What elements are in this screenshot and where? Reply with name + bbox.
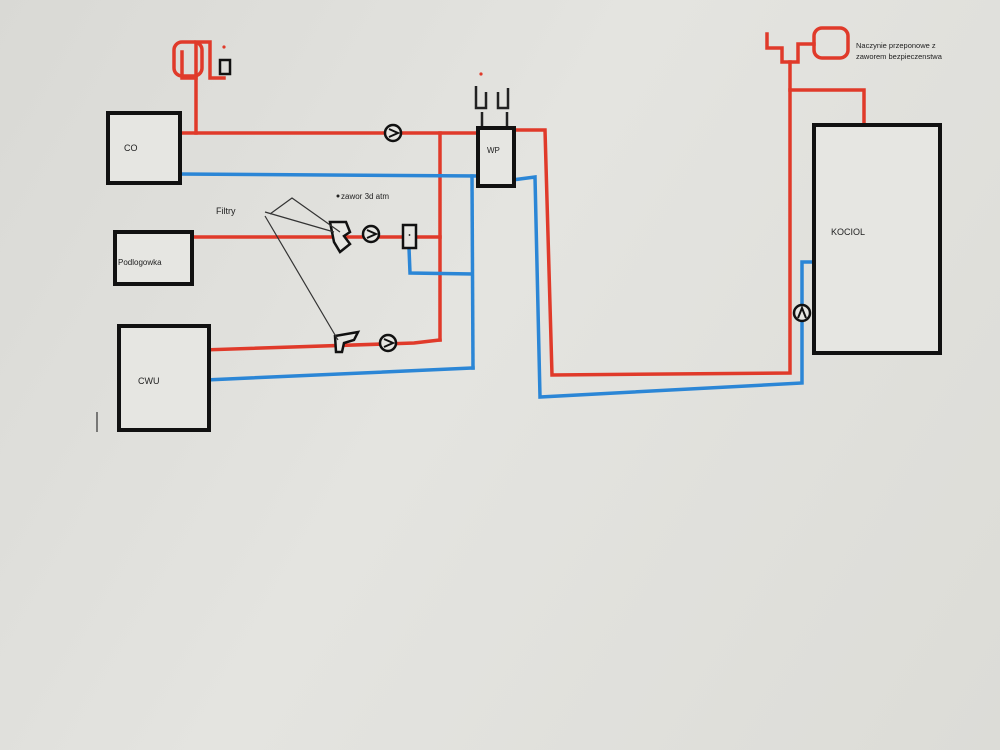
- kociol-expansion-loop: [765, 32, 816, 64]
- box-podlogowka: Podlogowka: [113, 230, 194, 286]
- filtry-label: Filtry: [216, 206, 236, 216]
- expansion-vessel-icon: [812, 26, 850, 60]
- expansion-vessel-icon: [172, 40, 204, 78]
- zawor-label: zawor 3d atm: [341, 192, 389, 201]
- pump-icon: [378, 333, 398, 353]
- pump-icon: [383, 123, 403, 143]
- pump-icon: [792, 303, 812, 323]
- box-wp: WP: [476, 126, 516, 188]
- cwu-return-pipe: [203, 366, 475, 382]
- zawor-label-group: zawor 3d atm: [336, 192, 389, 201]
- podlogowka-label: Podlogowka: [118, 258, 162, 267]
- three-way-valve-icon: [401, 223, 418, 250]
- cold-manifold: [470, 174, 475, 370]
- box-kociol: KOCIOL: [812, 123, 942, 355]
- pump-icon: [361, 224, 381, 244]
- naczynie-label-line1: Naczynie przeponowe z: [856, 41, 936, 50]
- co-label: CO: [124, 143, 138, 153]
- cwu-label: CWU: [138, 376, 160, 386]
- filtry-leaders: [264, 197, 341, 341]
- filter-icon: [333, 330, 361, 354]
- wp-kociol-supply-pipe: [510, 60, 792, 377]
- kociol-top-connection: [788, 88, 866, 127]
- hot-pipes: [176, 32, 866, 377]
- wp-kociol-return-pipe: [510, 175, 832, 399]
- filter-icon: [328, 220, 352, 254]
- valve-return-pipe: [407, 246, 474, 276]
- air-vent-icon: [218, 45, 232, 76]
- air-vent-icon: [474, 72, 510, 126]
- cold-pipes: [176, 172, 832, 399]
- naczynie-label-line2: zaworem bezpieczenstwa: [856, 52, 943, 61]
- wp-label: WP: [487, 146, 500, 155]
- cwu-supply-pipe: [201, 338, 442, 352]
- box-co: CO: [106, 111, 182, 185]
- kociol-label: KOCIOL: [831, 227, 865, 237]
- box-cwu: CWU: [117, 324, 211, 432]
- co-return-pipe: [176, 172, 480, 178]
